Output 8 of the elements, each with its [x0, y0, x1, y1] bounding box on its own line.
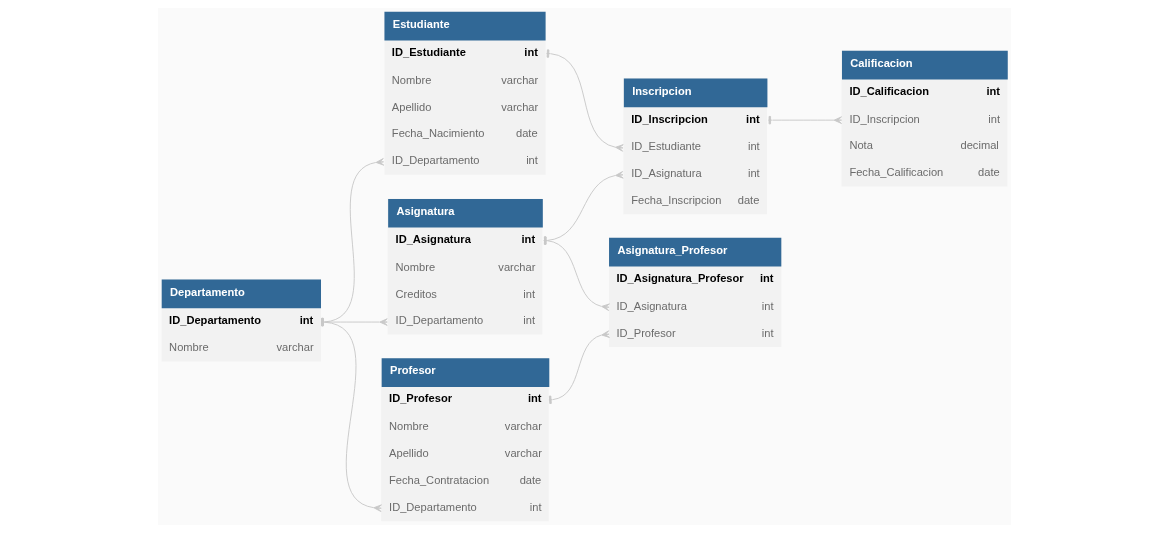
connector [543, 236, 610, 312]
connector [543, 171, 624, 245]
connector [321, 317, 382, 512]
connector [321, 158, 385, 327]
connector [548, 330, 610, 404]
connector [767, 116, 842, 125]
connector [320, 318, 388, 326]
connector [546, 49, 624, 152]
